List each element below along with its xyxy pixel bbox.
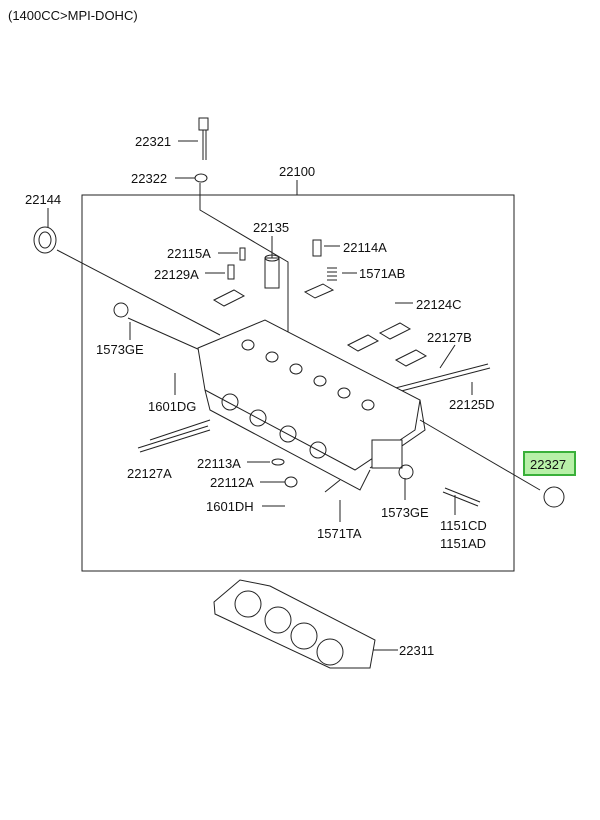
spring-icon [327,267,337,281]
part-label[interactable]: 22144 [25,192,62,207]
part-label[interactable]: 22100 [279,164,316,179]
pin-icon [227,264,235,280]
head-gasket-icon [213,579,376,669]
part-label[interactable]: 22135 [253,220,290,235]
plug-icon [543,486,565,508]
bolt-icon [198,117,209,160]
bearing-cap-icon [212,283,428,367]
part-label[interactable]: 1571TA [317,526,362,541]
part-label[interactable]: 22112A [210,475,254,490]
part-label[interactable]: 22311 [399,643,435,658]
part-label[interactable]: 22125D [449,397,495,412]
seal-icon [113,302,129,318]
pin-icon [312,239,322,257]
part-label[interactable]: 22127A [127,466,172,481]
seal-icon [284,476,298,488]
part-label[interactable]: 1151AD [440,536,487,551]
part-label[interactable]: 1601DG [148,399,197,414]
seal-icon [398,464,414,480]
oil-seal-icon [33,226,57,254]
part-label[interactable]: 1601DH [206,499,254,514]
part-label[interactable]: 22114A [343,240,387,255]
assembly-frame [81,194,515,572]
part-label[interactable]: 1151CD [440,518,487,533]
part-label[interactable]: 22322 [131,171,168,186]
part-label[interactable]: 22127B [427,330,472,345]
page-title: (1400CC>MPI-DOHC) [8,8,138,23]
part-label[interactable]: 1571AB [359,266,406,281]
cylinder-head-icon [197,319,426,491]
highlighted-part-label: 22327 [530,457,567,472]
highlighted-part-badge[interactable]: 22327 [523,451,576,476]
pin-icon [239,247,246,261]
part-label[interactable]: 22113A [197,456,241,471]
part-label[interactable]: 22115A [167,246,211,261]
part-label[interactable]: 22124C [416,297,462,312]
washer-icon [194,173,208,183]
part-label[interactable]: 1573GE [96,342,144,357]
part-label[interactable]: 22321 [135,134,172,149]
valve-lifter-icon [264,254,280,289]
leader-lines [47,140,541,651]
part-label[interactable]: 1573GE [381,505,429,520]
part-label[interactable]: 22129A [154,267,199,282]
seal-icon [271,458,285,466]
